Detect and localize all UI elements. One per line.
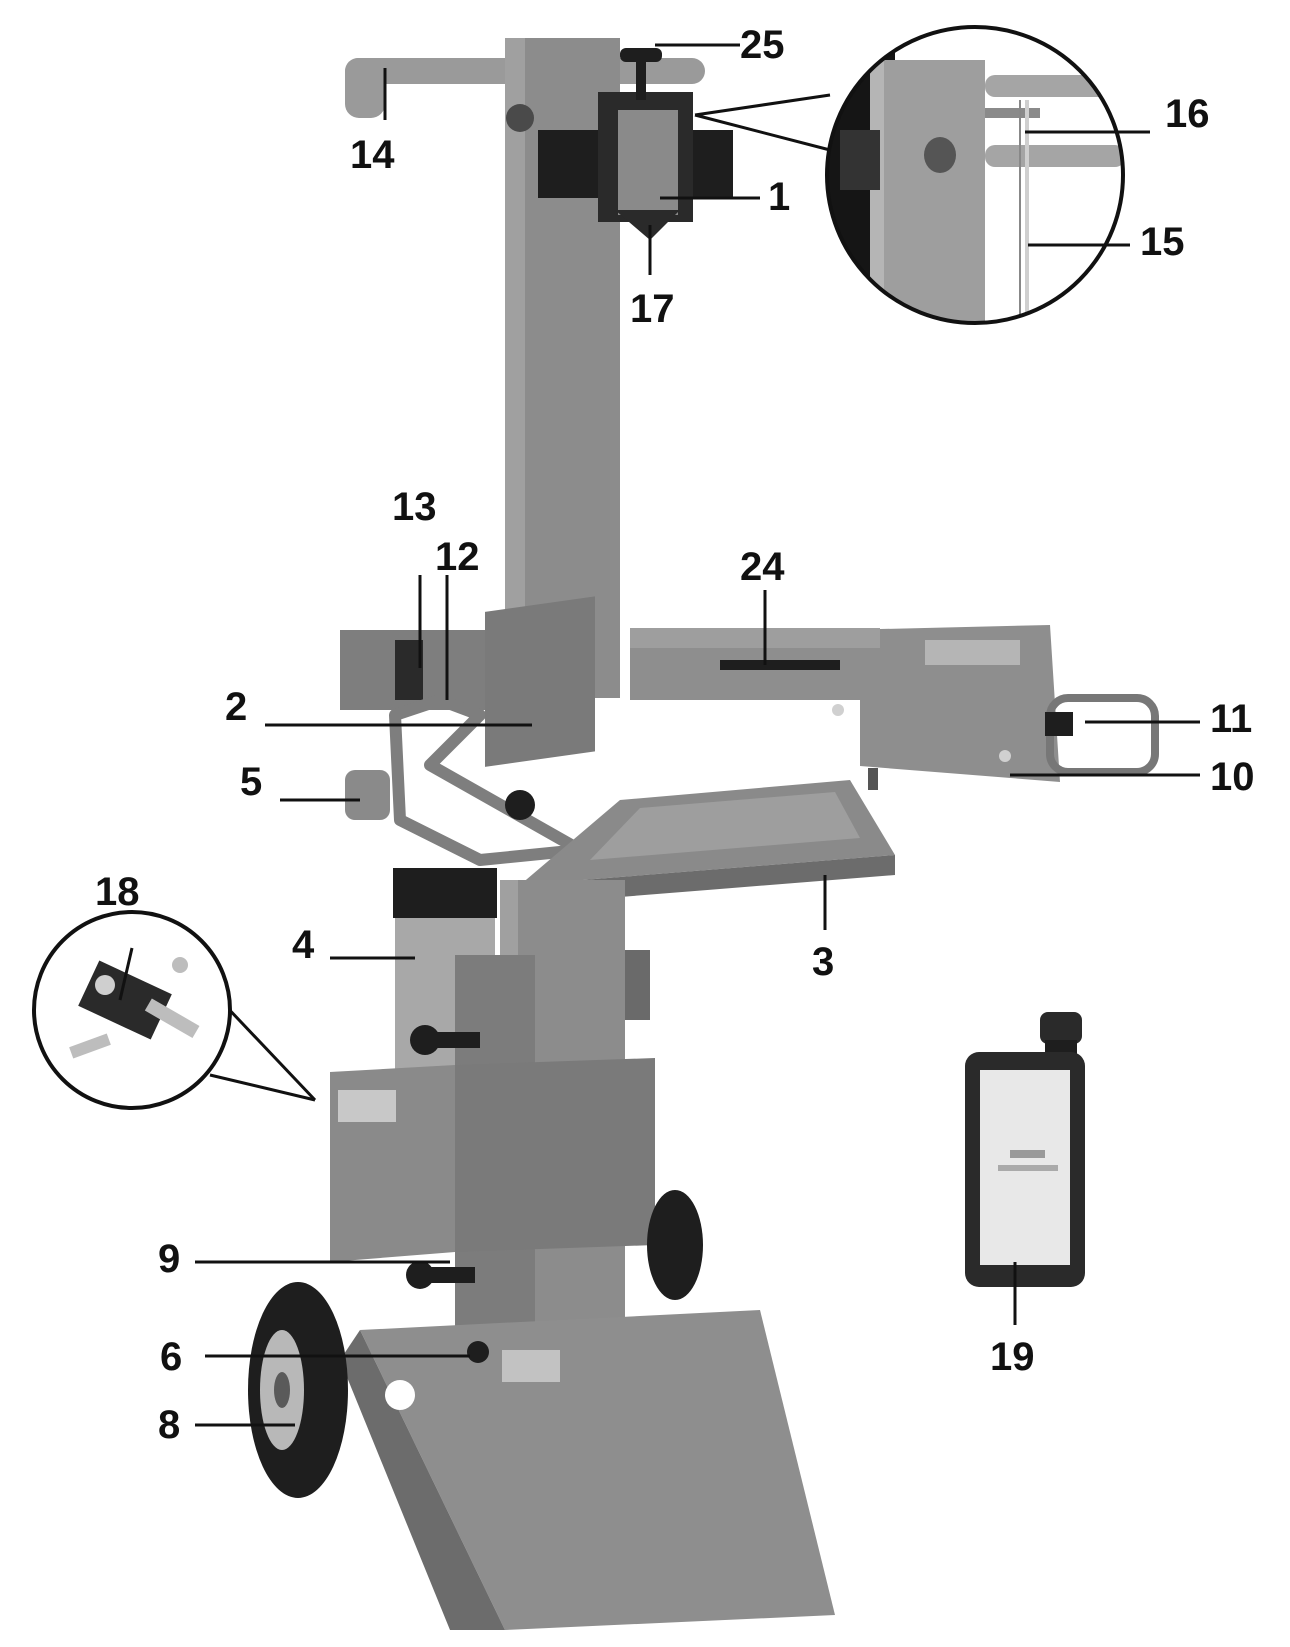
label-14: 14 xyxy=(350,133,395,177)
control-box xyxy=(330,1058,655,1262)
valve-detail xyxy=(69,957,200,1059)
label-25: 25 xyxy=(740,23,785,67)
callout-labels: 25 14 1 17 16 15 13 12 24 2 11 5 10 18 3… xyxy=(95,23,1255,1447)
splitting-wedge xyxy=(538,48,733,240)
label-4: 4 xyxy=(292,923,315,967)
label-15: 15 xyxy=(1140,220,1185,264)
label-5: 5 xyxy=(240,760,262,804)
label-11: 11 xyxy=(1210,697,1252,741)
label-9: 9 xyxy=(158,1237,180,1281)
base xyxy=(340,1310,835,1630)
label-3: 3 xyxy=(812,940,834,984)
leader-lines xyxy=(118,43,1200,1427)
front-wheel xyxy=(248,1282,348,1498)
label-13: 13 xyxy=(392,485,437,529)
label-16: 16 xyxy=(1165,92,1210,136)
label-2: 2 xyxy=(225,685,247,729)
detail-inset-left xyxy=(32,910,317,1110)
label-17: 17 xyxy=(630,287,675,331)
label-18: 18 xyxy=(95,870,140,914)
label-19: 19 xyxy=(990,1335,1035,1379)
oil-bottle xyxy=(965,1012,1085,1287)
log-splitter-illustration xyxy=(248,38,1159,1630)
work-table xyxy=(520,780,895,905)
label-10: 10 xyxy=(1210,755,1255,799)
label-8: 8 xyxy=(158,1403,180,1447)
detail-inset-top xyxy=(694,25,1125,325)
label-6: 6 xyxy=(160,1335,182,1379)
label-12: 12 xyxy=(435,535,480,579)
label-1: 1 xyxy=(768,175,790,219)
right-arm xyxy=(630,625,1159,790)
label-24: 24 xyxy=(740,545,785,589)
